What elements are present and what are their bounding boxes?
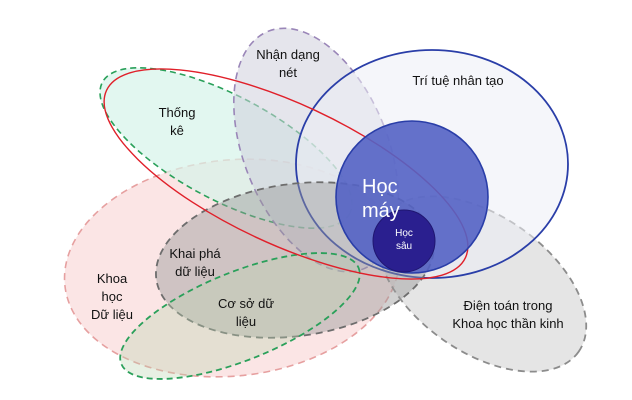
statistics-line1: Thống — [158, 105, 196, 120]
statistics-line2: kê — [170, 123, 184, 138]
neurocomputing-line2: Khoa học thần kinh — [452, 316, 564, 331]
deep-learning-line1: Học — [395, 228, 413, 239]
machine-learning-label: Học máy — [362, 175, 422, 223]
neurocomputing-label: Điện toán trong Khoa học thần kinh — [438, 297, 578, 333]
deep-learning-circle — [372, 209, 436, 273]
pattern-recognition-label: Nhận dạng nét — [248, 46, 328, 82]
databases-line2: liệu — [235, 314, 257, 329]
databases-line1: Cơ sở dữ — [217, 296, 275, 311]
deep-learning-label: Học sâu — [384, 227, 424, 253]
pattern-recognition-line1: Nhận dạng — [256, 47, 320, 62]
statistics-label: Thống kê — [152, 104, 202, 140]
ai-label: Trí tuệ nhân tạo — [398, 72, 518, 90]
red-ring-ellipse — [103, 68, 469, 280]
data-science-line2: học — [101, 289, 123, 304]
data-science-line1: Khoa — [96, 271, 128, 286]
data-mining-line2: dữ liệu — [175, 264, 215, 279]
databases-ellipse — [119, 252, 361, 380]
data-science-label: Khoa học Dữ liệu — [80, 270, 144, 324]
machine-learning-line1: Học — [362, 176, 398, 198]
data-science-line3: Dữ liệu — [91, 307, 133, 322]
ai-text: Trí tuệ nhân tạo — [412, 73, 504, 88]
machine-learning-line2: máy — [362, 200, 400, 222]
data-mining-line1: Khai phá — [169, 246, 221, 261]
databases-label: Cơ sở dữ liệu — [206, 295, 286, 331]
data-mining-label: Khai phá dữ liệu — [160, 245, 230, 281]
pattern-recognition-line2: nét — [278, 65, 298, 80]
neurocomputing-line1: Điện toán trong — [463, 298, 553, 313]
deep-learning-line2: sâu — [395, 241, 413, 252]
